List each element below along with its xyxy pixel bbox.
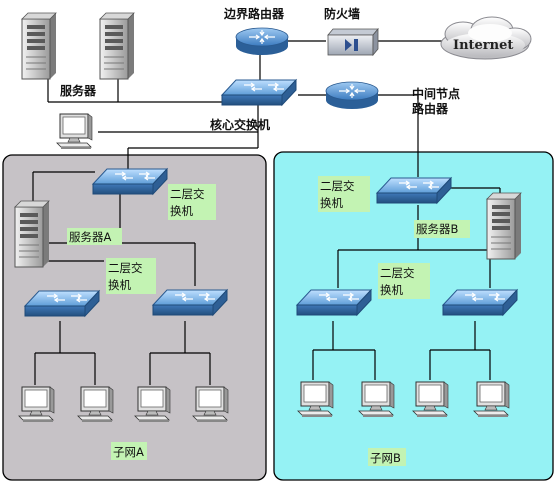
firewall-label: 防火墙 [324,6,360,21]
connection-lines [32,40,501,385]
server-a-label: 服务器A [69,230,111,244]
border-router-label: 边界路由器 [223,6,285,21]
subnet-a-l2-switch-icon [92,168,168,195]
border-router-icon [235,27,289,56]
label-box [414,220,470,238]
label-box [368,448,406,466]
workstation-icon [77,386,114,423]
workstation-icon [56,113,93,150]
workstation-icon [473,381,510,418]
subnet-b-access-switch-icon [442,289,518,316]
core-switch-label: 核心交换机 [210,117,270,132]
label-box [106,258,156,294]
subnet-b-access-switch-icon [296,289,372,316]
workstation-icon [18,386,55,423]
label-box [168,184,216,220]
workstation-icon [192,386,229,423]
l2-switch-label-line2: 换机 [108,278,131,292]
internet-cloud-icon [440,16,532,60]
label-box [111,442,147,460]
l2-switch-label-line1: 二层交 [170,187,205,201]
mid-router-label-line2: 路由器 [412,101,449,116]
server-b-icon [486,192,522,260]
subnet-a-access-switch-icon [24,290,100,317]
l2-switch-label-line2: 换机 [320,196,343,210]
label-box [67,228,122,245]
label-box [318,176,370,212]
subnet-b-label: 子网B [370,451,401,465]
server-b-label: 服务器B [416,222,458,236]
subnet-b-l2-switch-icon [376,177,452,204]
servers-label: 服务器 [60,83,97,98]
core-switch-icon [221,79,297,106]
label-box [378,263,430,299]
firewall-icon [327,27,379,57]
server-a-icon [14,200,50,268]
mid-node-router-icon [325,81,379,110]
server-icon [21,12,57,80]
l2-switch-label-line1: 二层交 [108,261,143,275]
subnet-a-access-switch-icon [152,289,228,316]
workstation-icon [358,381,395,418]
mid-router-label-line1: 中间节点 [412,86,460,101]
server-icon [99,12,135,80]
l2-switch-label-line2: 换机 [380,283,403,297]
l2-switch-label-line2: 换机 [170,204,193,218]
workstation-icon [297,381,334,418]
internet-label: Internet [453,38,513,53]
workstation-icon [134,386,171,423]
l2-switch-label-line1: 二层交 [320,179,355,193]
workstation-icon [412,381,449,418]
subnet-a-label: 子网A [113,445,144,459]
l2-switch-label-line1: 二层交 [380,266,415,280]
